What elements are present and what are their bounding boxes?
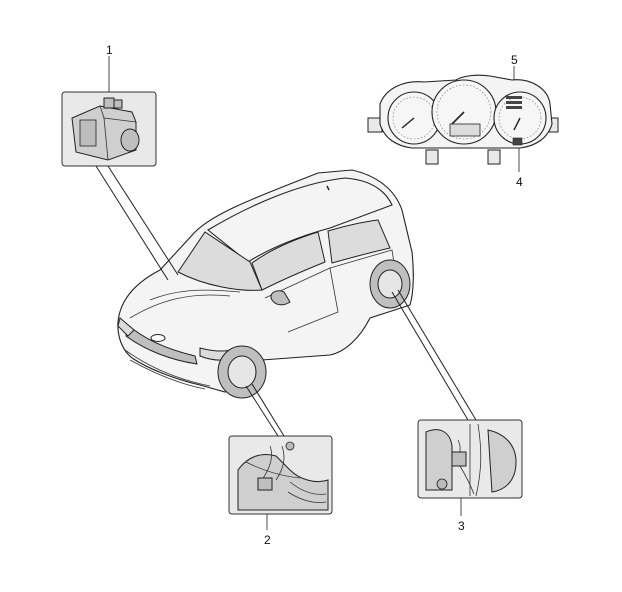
car-front-side-window bbox=[251, 231, 326, 291]
instrument-cluster bbox=[367, 74, 559, 165]
abs-connector bbox=[79, 119, 97, 147]
abs-warning-lamp bbox=[512, 137, 523, 146]
leader-lines bbox=[95, 56, 520, 530]
callout-3: 3 bbox=[458, 519, 465, 533]
car-illustration bbox=[117, 169, 414, 399]
car-roof bbox=[207, 177, 393, 263]
odometer-display bbox=[449, 123, 481, 137]
warning-lamp-panel bbox=[506, 96, 522, 109]
callout-1: 1 bbox=[106, 43, 113, 57]
car-left-headlight bbox=[117, 317, 135, 337]
car-rear-side-window bbox=[327, 219, 391, 264]
car-emblem bbox=[150, 334, 166, 342]
abs-pipe-port bbox=[103, 97, 115, 109]
callout-2: 2 bbox=[264, 533, 271, 547]
car-grille bbox=[125, 324, 198, 365]
car-side-mirror bbox=[270, 290, 291, 306]
front-wheel-sensor-detail-panel bbox=[228, 435, 333, 515]
front-wheel-speed-sensor bbox=[257, 477, 273, 491]
rear-wheel-sensor-detail-panel bbox=[417, 419, 523, 499]
callout-5: 5 bbox=[511, 53, 518, 67]
car-windshield bbox=[177, 231, 263, 291]
abs-module-detail-panel bbox=[61, 91, 157, 167]
rear-wheel-speed-sensor bbox=[451, 451, 467, 467]
callout-4: 4 bbox=[516, 175, 523, 189]
abs-motor-cap bbox=[120, 128, 140, 152]
